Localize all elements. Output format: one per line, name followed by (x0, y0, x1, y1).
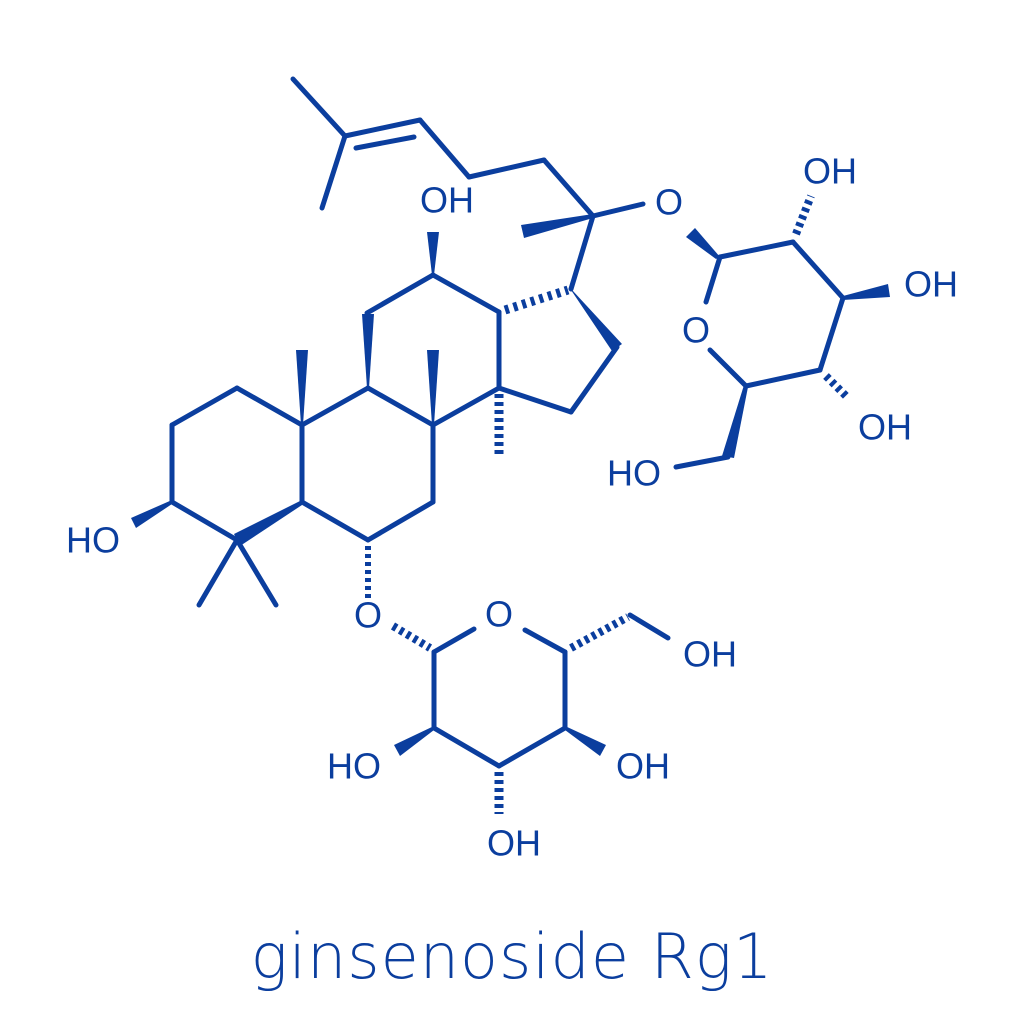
ring-a (131, 385, 305, 608)
ring-c (362, 232, 502, 428)
side-chain (290, 76, 646, 292)
label-ring-o-upper: O (682, 310, 710, 351)
c4-oh-wedge-lower (565, 726, 606, 756)
label-ho-c2-lower: HO (327, 746, 381, 787)
c12-oh-wedge (427, 232, 439, 275)
label-o-c6-link: O (354, 595, 382, 636)
label-oh-c6-lower: OH (683, 634, 737, 675)
glucose-upper (673, 194, 890, 470)
compound-name: ginsenoside Rg1 (250, 920, 774, 993)
glucose-lower (390, 612, 671, 814)
c9-c11-wedge (362, 314, 374, 388)
label-o-c20-link: O (655, 182, 683, 223)
ring-d (494, 285, 622, 458)
label-oh-c3-lower: OH (487, 823, 541, 864)
label-ho-c3: HO (66, 520, 120, 561)
label-oh-c3-upper: OH (904, 264, 958, 305)
label-oh-c12: OH (420, 180, 474, 221)
c17-c16-wedge (569, 287, 622, 351)
c3-oh-wedge-upper (843, 284, 890, 300)
label-oh-c4-upper: OH (858, 407, 912, 448)
c10-methyl-wedge (296, 350, 308, 425)
c8-methyl-wedge (427, 350, 439, 425)
c5-ch2-wedge-upper (722, 385, 748, 458)
label-ring-o-lower: O (485, 594, 513, 635)
label-ho-c6-upper: HO (607, 453, 661, 494)
label-oh-c4-lower: OH (616, 746, 670, 787)
c4-c5-wedge (234, 500, 302, 546)
ring-b (296, 350, 439, 598)
c2-oh-wedge-lower (394, 726, 434, 756)
c3-oh-wedge (131, 500, 172, 528)
anomeric-wedge-upper (686, 228, 720, 259)
label-oh-c2-upper: OH (803, 151, 857, 192)
c20-methyl-wedge (521, 214, 593, 238)
